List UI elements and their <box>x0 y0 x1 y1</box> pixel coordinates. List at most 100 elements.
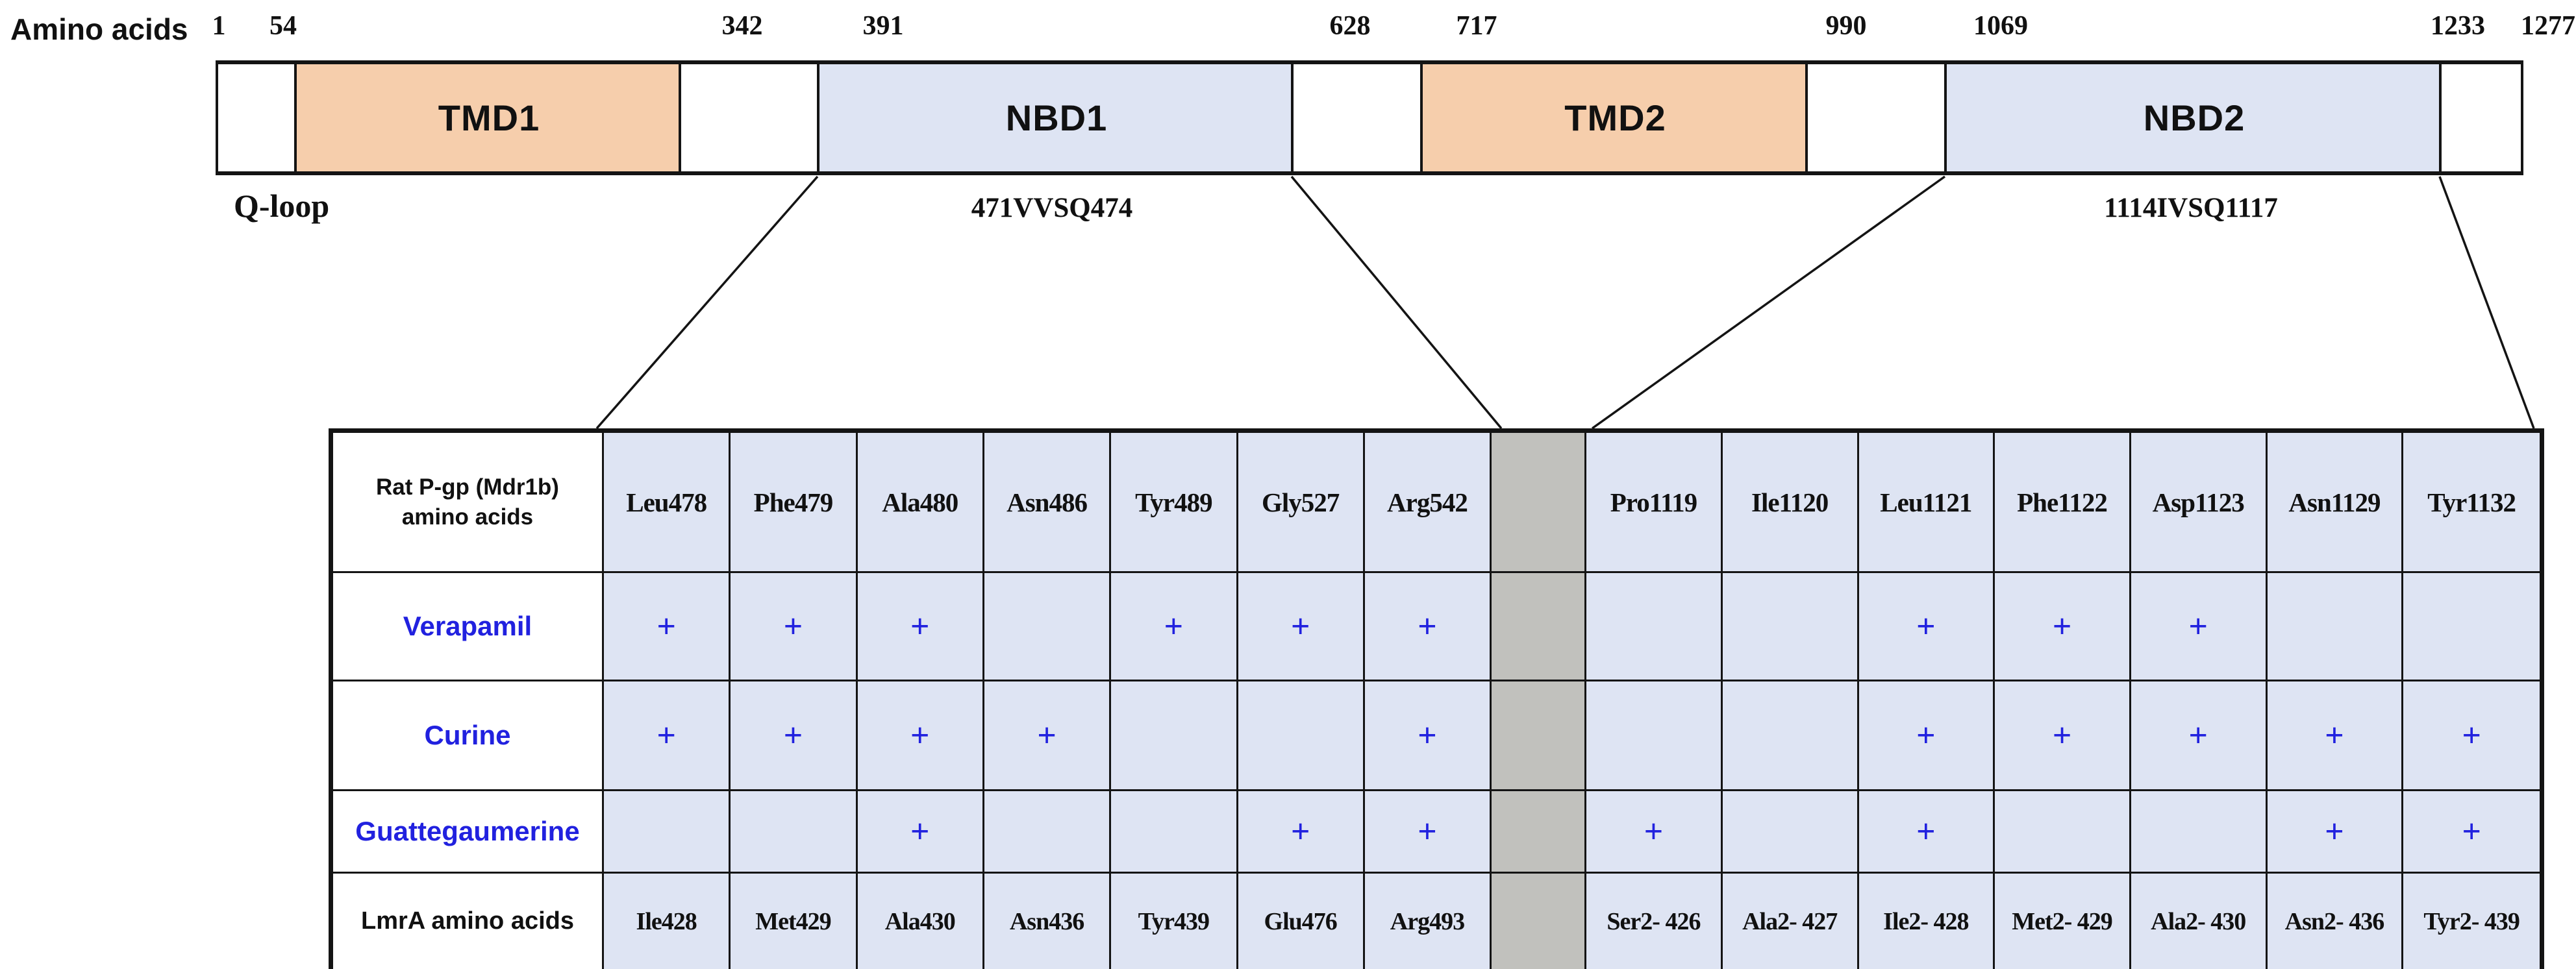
empty-cell <box>1238 681 1365 791</box>
domain-nbd2: NBD2 <box>1944 64 2442 171</box>
empty-cell <box>2267 573 2404 681</box>
protein-domain-bar: TMD1 NBD1 TMD2 NBD2 <box>216 60 2523 175</box>
scale-tick: 54 <box>269 11 297 41</box>
empty-cell <box>1722 573 1859 681</box>
linker-segment <box>218 64 294 171</box>
plus-cell: + <box>1238 791 1365 874</box>
column-header-cell: Leu1121 <box>1858 433 1995 573</box>
empty-cell <box>1995 791 2131 874</box>
empty-cell <box>731 791 858 874</box>
lmra-value-cell: Ile428 <box>604 874 731 969</box>
plus-cell: + <box>1858 791 1995 874</box>
empty-cell <box>2131 791 2268 874</box>
plus-cell: + <box>2267 791 2404 874</box>
empty-cell <box>1722 681 1859 791</box>
plus-cell: + <box>1364 791 1492 874</box>
lmra-value-cell: Ala2- 430 <box>2131 874 2268 969</box>
plus-cell: + <box>1111 573 1238 681</box>
plus-cell: + <box>2403 791 2540 874</box>
empty-cell <box>1111 681 1238 791</box>
corner-header-cell: Rat P-gp (Mdr1b) amino acids <box>333 433 604 573</box>
column-header-cell: Asp1123 <box>2131 433 2268 573</box>
plus-cell: + <box>604 681 731 791</box>
scale-tick: 391 <box>862 11 904 41</box>
linker-segment <box>1805 64 1947 171</box>
domain-tmd1-label: TMD1 <box>438 97 540 138</box>
column-header-cell: Phe479 <box>731 433 858 573</box>
row-label-cell: Verapamil <box>333 573 604 681</box>
scale-tick: 1233 <box>2431 11 2485 41</box>
empty-cell <box>1586 573 1723 681</box>
separator-cell <box>1492 433 1587 573</box>
plus-cell: + <box>1995 681 2131 791</box>
column-header-cell: Ala480 <box>857 433 984 573</box>
scale-tick: 342 <box>721 11 763 41</box>
column-header-cell: Gly527 <box>1238 433 1365 573</box>
lmra-value-cell: Ser2- 426 <box>1586 874 1723 969</box>
linker-segment <box>2439 64 2522 171</box>
lmra-value-cell: Asn2- 436 <box>2267 874 2404 969</box>
lmra-value-cell: Ala2- 427 <box>1722 874 1859 969</box>
domain-tmd2: TMD2 <box>1420 64 1808 171</box>
domain-nbd1-label: NBD1 <box>1005 97 1108 138</box>
column-header-cell: Asn486 <box>984 433 1112 573</box>
plus-cell: + <box>2267 681 2404 791</box>
column-header-cell: Phe1122 <box>1995 433 2131 573</box>
lmra-value-cell: Arg493 <box>1364 874 1492 969</box>
nbd2-motif-label: 1114IVSQ1117 <box>2104 193 2278 223</box>
scale-tick: 1277 <box>2521 11 2575 41</box>
lmra-value-cell: Glu476 <box>1238 874 1365 969</box>
plus-cell: + <box>857 573 984 681</box>
plus-cell: + <box>1364 681 1492 791</box>
row-label-cell: Curine <box>333 681 604 791</box>
lmra-value-cell: Tyr2- 439 <box>2403 874 2540 969</box>
scale-tick: 1069 <box>1973 11 2028 41</box>
row-label-cell: LmrA amino acids <box>333 874 604 969</box>
linker-segment <box>679 64 819 171</box>
lmra-value-cell: Tyr439 <box>1111 874 1238 969</box>
lmra-value-cell: Asn436 <box>984 874 1112 969</box>
plus-cell: + <box>731 573 858 681</box>
separator-cell <box>1492 791 1587 874</box>
lmra-value-cell: Ile2- 428 <box>1858 874 1995 969</box>
scale-tick: 628 <box>1329 11 1371 41</box>
lmra-value-cell: Ala430 <box>857 874 984 969</box>
empty-cell <box>984 791 1112 874</box>
column-header-cell: Asn1129 <box>2267 433 2404 573</box>
domain-tmd2-label: TMD2 <box>1564 97 1666 138</box>
plus-cell: + <box>1238 573 1365 681</box>
empty-cell <box>1586 681 1723 791</box>
plus-cell: + <box>2403 681 2540 791</box>
column-header-cell: Pro1119 <box>1586 433 1723 573</box>
plus-cell: + <box>731 681 858 791</box>
column-header-cell: Leu478 <box>604 433 731 573</box>
column-header-cell: Tyr1132 <box>2403 433 2540 573</box>
domain-nbd1: NBD1 <box>817 64 1294 171</box>
plus-cell: + <box>604 573 731 681</box>
q-loop-label: Q-loop <box>234 188 330 224</box>
nbd1-motif-label: 471VVSQ474 <box>971 193 1133 223</box>
empty-cell <box>2403 573 2540 681</box>
plus-cell: + <box>1858 681 1995 791</box>
domain-tmd1: TMD1 <box>294 64 681 171</box>
scale-tick: 717 <box>1456 11 1497 41</box>
amino-acids-axis-label: Amino acids <box>10 12 188 46</box>
plus-cell: + <box>2131 681 2268 791</box>
separator-cell <box>1492 573 1587 681</box>
row-label-cell: Guattegaumerine <box>333 791 604 874</box>
column-header-cell: Ile1120 <box>1722 433 1859 573</box>
plus-cell: + <box>1858 573 1995 681</box>
empty-cell <box>1111 791 1238 874</box>
lmra-value-cell: Met2- 429 <box>1995 874 2131 969</box>
domain-nbd2-label: NBD2 <box>2143 97 2245 138</box>
separator-cell <box>1492 681 1587 791</box>
empty-cell <box>984 573 1112 681</box>
scale-tick: 1 <box>212 11 226 41</box>
linker-segment <box>1291 64 1423 171</box>
plus-cell: + <box>1364 573 1492 681</box>
scale-tick: 990 <box>1825 11 1867 41</box>
plus-cell: + <box>857 681 984 791</box>
lmra-value-cell: Met429 <box>731 874 858 969</box>
